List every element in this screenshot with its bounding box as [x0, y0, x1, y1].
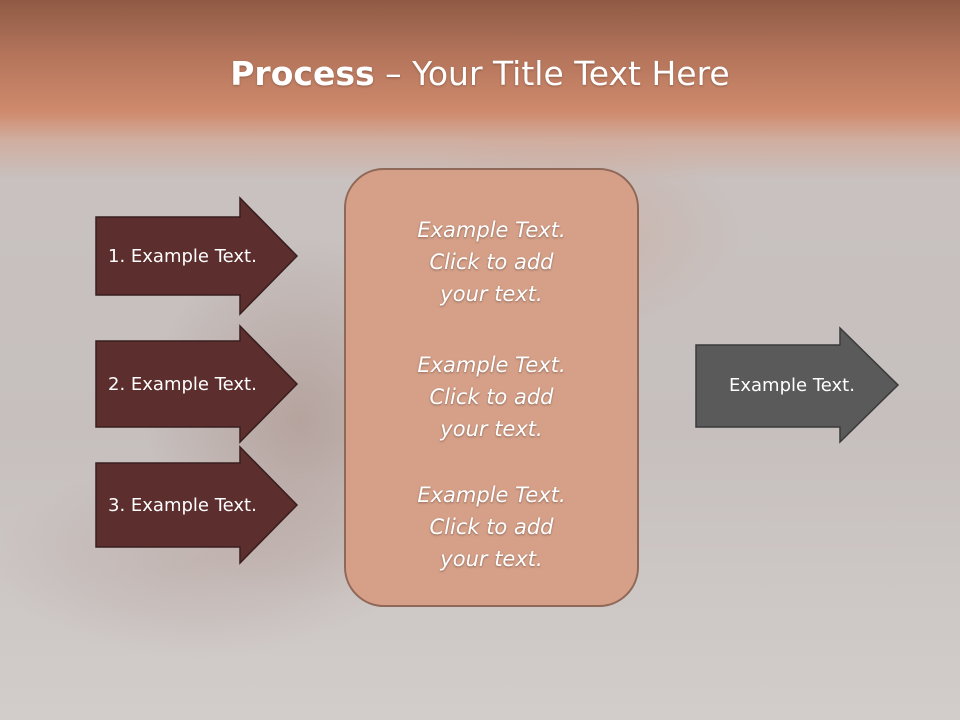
block-2-line-1: Example Text. — [417, 353, 566, 377]
title-bold: Process — [230, 54, 375, 93]
center-text-box[interactable]: Example Text. Click to add your text. Ex… — [344, 168, 639, 607]
step-arrow-1-shape — [95, 196, 299, 316]
center-text-block-3: Example Text. Click to add your text. — [346, 479, 637, 575]
step-arrow-1[interactable]: 1. Example Text. — [95, 196, 299, 316]
slide-title[interactable]: Process – Your Title Text Here — [0, 52, 960, 96]
block-1-line-1: Example Text. — [417, 218, 566, 242]
center-text-block-2: Example Text. Click to add your text. — [346, 349, 637, 445]
title-band — [0, 0, 960, 180]
block-1-line-3: your text. — [440, 282, 543, 306]
step-label-1: 1. Example Text. — [108, 245, 257, 267]
block-2-line-3: your text. — [440, 417, 543, 441]
block-2-line-2: Click to add — [429, 385, 554, 409]
title-rest: – Your Title Text Here — [374, 54, 730, 93]
step-arrow-3-shape — [95, 445, 299, 565]
step-label-2: 2. Example Text. — [108, 373, 257, 395]
output-arrow-shape — [695, 326, 900, 444]
output-label: Example Text. — [729, 374, 855, 396]
block-3-line-3: your text. — [440, 547, 543, 571]
output-arrow[interactable]: Example Text. — [695, 326, 900, 444]
block-3-line-2: Click to add — [429, 515, 554, 539]
step-arrow-3[interactable]: 3. Example Text. — [95, 445, 299, 565]
center-text-block-1: Example Text. Click to add your text. — [346, 214, 637, 310]
step-label-3: 3. Example Text. — [108, 494, 257, 516]
block-3-line-1: Example Text. — [417, 483, 566, 507]
step-arrow-2-shape — [95, 324, 299, 444]
block-1-line-2: Click to add — [429, 250, 554, 274]
step-arrow-2[interactable]: 2. Example Text. — [95, 324, 299, 444]
